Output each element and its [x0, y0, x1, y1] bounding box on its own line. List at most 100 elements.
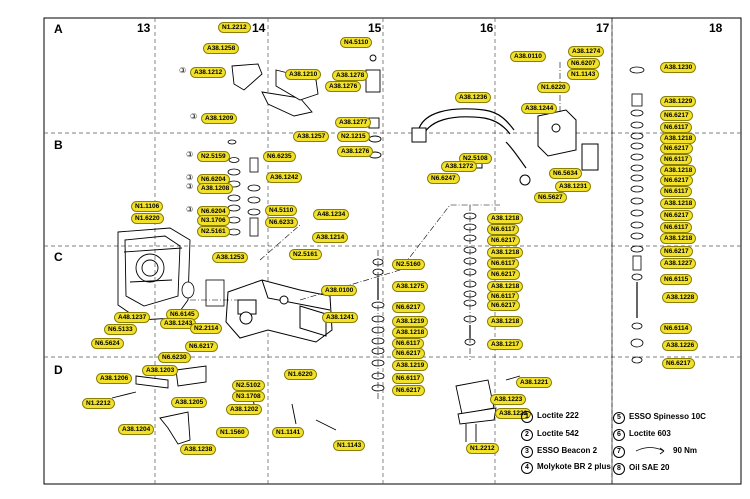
part-callout: N6.6230 [158, 352, 191, 363]
part-callout: A38.1223 [490, 394, 527, 405]
part-callout: A38.1212 [190, 67, 227, 78]
part-callout: A38.1219 [392, 360, 429, 371]
grid-row-b: B [54, 138, 63, 152]
part-callout: A38.1203 [142, 365, 179, 376]
part-callout: A38.1226 [662, 340, 699, 351]
part-callout: A38.1257 [293, 131, 330, 142]
part-callout: N1.6220 [131, 213, 164, 224]
part-callout: N3.1708 [232, 391, 265, 402]
part-callout: N6.6217 [487, 300, 520, 311]
part-callout: A38.1206 [96, 373, 133, 384]
part-callout: N6.6217 [487, 269, 520, 280]
grid-col-14: 14 [252, 21, 266, 35]
part-callout: A38.1219 [392, 316, 429, 327]
part-callout: N1.1106 [131, 201, 164, 212]
part-callout: A38.1274 [568, 46, 605, 57]
part-callout: A38.1272 [441, 161, 478, 172]
part-callout: N2.1215 [337, 131, 370, 142]
part-callout: A38.0110 [510, 51, 546, 62]
part-callout: A38.1276 [325, 81, 362, 92]
part-callout: N6.5627 [534, 192, 567, 203]
part-callout: N2.5102 [232, 380, 265, 391]
part-callout: N6.6217 [660, 143, 693, 154]
part-callout: N6.6117 [660, 222, 693, 233]
grid-row-d: D [54, 363, 63, 377]
part-callout: A38.1209 [201, 113, 238, 124]
part-callout: A38.1278 [332, 70, 369, 81]
part-callout: A38.1253 [212, 252, 249, 263]
part-callout: N6.6217 [660, 210, 693, 221]
part-callout: A38.1214 [312, 232, 349, 243]
part-callout: A38.1230 [660, 62, 697, 73]
part-callout: A38.1227 [660, 258, 697, 269]
part-callout: N6.6217 [660, 110, 693, 121]
part-callout: A36.1242 [266, 172, 303, 183]
part-callout: N1.2212 [82, 398, 115, 409]
part-callout: N6.6117 [487, 224, 520, 235]
grease-marker: ③ [186, 205, 194, 214]
part-callout: N1.2212 [218, 22, 251, 33]
part-callout: N6.6117 [487, 258, 520, 269]
part-callout: N6.5133 [104, 324, 137, 335]
part-callout: N2.2114 [190, 323, 223, 334]
part-callout: N6.6217 [392, 302, 425, 313]
part-callout: A38.1275 [392, 281, 429, 292]
part-callout: N1.6220 [284, 369, 317, 380]
part-callout: A38.1231 [555, 181, 592, 192]
grid-col-18: 18 [709, 21, 723, 35]
part-callout: N6.6217 [662, 358, 695, 369]
part-callout: N1.1141 [272, 427, 305, 438]
part-callout: A38.1218 [392, 327, 429, 338]
part-callout: A38.1228 [662, 292, 699, 303]
part-callout: A38.1210 [285, 69, 322, 80]
part-callout: N6.6207 [567, 58, 600, 69]
part-callout: N6.5624 [91, 338, 124, 349]
part-callout: N4.5110 [265, 205, 298, 216]
part-callout: A38.1205 [171, 397, 208, 408]
part-callout: A38.1277 [335, 117, 372, 128]
part-callout: A38.0100 [321, 285, 358, 296]
part-callout: A38.1238 [180, 444, 217, 455]
part-callout: N6.6247 [427, 173, 460, 184]
part-callout: N6.6235 [263, 151, 296, 162]
grid-col-17: 17 [596, 21, 610, 35]
grease-marker: ③ [186, 182, 194, 191]
part-callout: A38.1258 [203, 43, 240, 54]
part-callout: A38.1217 [487, 339, 524, 350]
part-callout: A38.1241 [322, 312, 359, 323]
grease-marker: ③ [186, 150, 194, 159]
part-callout: N2.5161 [197, 226, 230, 237]
part-callout: N1.2212 [466, 443, 499, 454]
part-callout: A38.1202 [226, 404, 263, 415]
grease-marker: ③ [190, 112, 198, 121]
part-callout: A38.1218 [660, 198, 697, 209]
part-callout: A38.1276 [337, 146, 374, 157]
part-callout: A38.1218 [487, 213, 524, 224]
part-callout: N6.6217 [487, 235, 520, 246]
part-callout: N6.6217 [185, 341, 218, 352]
part-callout: N2.5159 [197, 151, 230, 162]
part-callout: N6.6217 [392, 348, 425, 359]
part-callout: A38.1218 [487, 316, 524, 327]
part-callout: N6.6117 [660, 154, 693, 165]
part-callout: A38.1208 [197, 183, 234, 194]
part-callout: A48.1234 [313, 209, 350, 220]
part-callout: A38.1229 [660, 96, 697, 107]
part-callout: A38.1244 [521, 103, 558, 114]
grid-row-c: C [54, 250, 63, 264]
part-callout: N1.1560 [216, 427, 249, 438]
part-callout: A48.1237 [114, 312, 151, 323]
part-callout: N6.6117 [660, 186, 693, 197]
grid-col-16: 16 [480, 21, 494, 35]
part-callout: N1.1143 [567, 69, 600, 80]
part-callout: A38.1236 [455, 92, 492, 103]
part-callout: N3.1706 [197, 215, 230, 226]
